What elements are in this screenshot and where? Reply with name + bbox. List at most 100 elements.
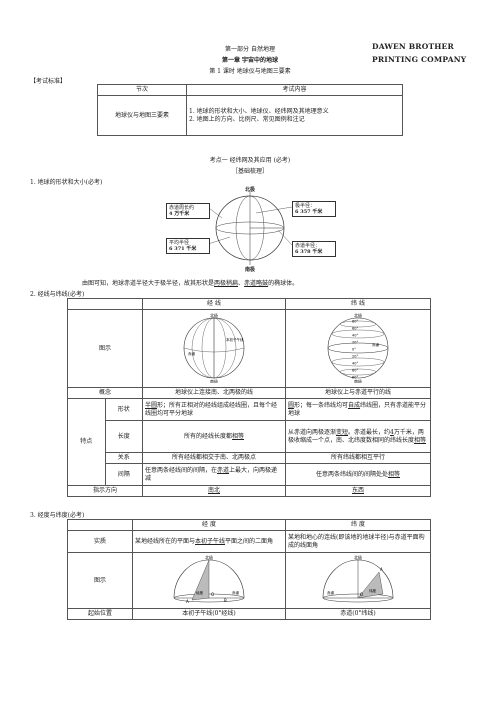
row-start-label: 起始位置 (67, 608, 133, 620)
length-meridian-a: 所有的经线长度都 (183, 432, 232, 440)
box-equator-circumference: 赤道周长约 4 万千米 (166, 203, 210, 219)
col-longitude: 经 度 (132, 519, 286, 531)
row-direction-label: 指示方向 (67, 485, 143, 497)
length-parallel-e: 万千米，两极收缩成一个点，南、北纬度数相同的纬线长度 (288, 428, 424, 444)
shape-parallel-c: 自成 (348, 401, 361, 409)
latitude-label: 60° (352, 327, 358, 331)
relation-meridian: 所有经线都相交于南、北两极点 (142, 452, 286, 464)
gap-parallel-a: 任意两条纬线间的间隔处处 (315, 470, 388, 478)
parallel-fig-equator: 赤道 (372, 342, 380, 347)
latitude-label: 60° (352, 369, 358, 373)
col-parallel: 纬 线 (285, 298, 431, 310)
section-1-heading: 1. 地球的形状和大小(必考) (30, 179, 103, 186)
shape-meridian: 半圆形；所有正相对的经线组成经线圈，且每个经线圈均可平分地球 (142, 398, 286, 421)
equator-radius-value: 6 378 千米 (295, 249, 323, 255)
length-meridian-b: 相等 (232, 432, 245, 440)
meridian-fig-prime: 本初子午线 (226, 337, 244, 342)
lon-fig-equator: 赤道 (232, 590, 239, 595)
label-north-pole: 北极 (245, 187, 256, 193)
part-title: 第一部分 自然地理 (225, 46, 275, 53)
shape-parallel-b: 形；每一条纬线均可 (294, 401, 349, 409)
parallel-figure-cell: 北极 南极 赤道 80°60°40°20°0°20°40°60°80° (285, 309, 431, 388)
row-essence-label: 实质 (67, 530, 133, 553)
row-figure-label-2: 图示 (67, 552, 133, 609)
relation-parallel: 所有纬线都相互平行 (285, 452, 431, 464)
lon-fig-a: A (186, 599, 189, 604)
gap-parallel-b: 相等 (388, 470, 401, 478)
meridian-fig-north: 北极 (210, 312, 218, 318)
box-average-radius: 平均半径 6 371 千米 (166, 238, 210, 254)
lat-fig-o: O (360, 592, 363, 597)
meridian-fig-equator: 赤道 (188, 351, 195, 356)
essence-longitude-a: 某地经线所在的平面与 (135, 537, 196, 545)
leader-polar-radius (255, 206, 293, 214)
summary-text-c: 、 (238, 280, 245, 287)
lat-fig-label: 纬度 (369, 588, 377, 593)
start-longitude: 本初子午线(0°经线) (132, 608, 286, 620)
lon-fig-north: 北极 (205, 554, 213, 560)
box-equator-radius: 赤道半径： 6 378 千米 (292, 241, 336, 257)
latitude-label: 20° (352, 341, 358, 345)
summary-text-e: 的椭球体。 (268, 280, 299, 287)
length-parallel-c: 。赤道最长，约 (348, 428, 391, 436)
leader-equator-radius (277, 229, 293, 246)
gap-meridian-c: 上最大，向两极递减 (145, 466, 278, 482)
gap-parallel: 任意两条纬线间的间隔处处相等 (285, 463, 431, 486)
equator-circ-label: 赤道周长约 (169, 205, 195, 211)
standard-col-content: 考试内容 (186, 84, 403, 96)
essence-longitude-b: 本初子午线 (195, 537, 226, 545)
brand-line-1: DAWEN BROTHER (372, 42, 454, 51)
latitude-hemisphere: 北极 A O 赤道 纬度 (322, 554, 394, 603)
length-parallel-d: 4 (390, 428, 394, 436)
section-3-heading: 3. 经度与纬度(必考) (30, 512, 85, 519)
earth-shape-diagram (204, 191, 293, 265)
row-length-label: 长度 (104, 420, 143, 453)
shape-meridian-b: 形；所有正相对的经线组成经线圈，且每个经线圈均可平分地球 (145, 401, 278, 417)
standard-label: 【考试标准】 (30, 78, 67, 85)
shape-parallel: 圆形；每一条纬线均可自成纬线圈，只有赤道能平分地球 (285, 398, 431, 421)
summary-text-a: 由图可知，地球赤道半径大于极半径，故其形状是 (82, 280, 215, 287)
essence-longitude: 某地经线所在的平面与本初子午线平面之间的二面角 (132, 530, 286, 553)
parallel-globe: 北极 南极 赤道 80°60°40°20°0°20°40°60°80° (327, 312, 389, 384)
shape-parallel-d: 纬线圈，只有赤道能平分地球 (288, 401, 427, 417)
direction-meridian-text: 南北 (207, 487, 220, 494)
row-shape-label: 形状 (104, 398, 143, 421)
lon-fig-b: B (224, 598, 227, 603)
lesson-title: 第 1 课时 地球仪与地图三要素 (209, 68, 291, 75)
equator-radius-label: 赤道半径： (295, 243, 321, 249)
col-meridian: 经 线 (142, 298, 286, 310)
lat-fig-equator: 赤道 (327, 590, 335, 595)
length-meridian: 所有的经线长度都相等 (142, 420, 286, 453)
avg-radius-value: 6 371 千米 (169, 246, 197, 252)
latitude-label: 40° (352, 362, 358, 366)
latitude-label: 80° (352, 320, 358, 324)
shape-parallel-a: 圆 (288, 401, 295, 409)
chapter-title: 第一章 宇宙中的地球 (221, 57, 279, 64)
polar-radius-value: 6 357 千米 (295, 209, 323, 215)
gap-meridian: 任意两条经线间的间隔，在赤道上最大，向两极递减 (142, 463, 286, 486)
latitude-label: 80° (352, 376, 358, 380)
section-2-heading: 2. 经线与纬线(必考) (30, 291, 85, 298)
parallel-fig-north: 北极 (354, 312, 362, 318)
standard-item-2: 2. 地图上的方向、比例尺、常见图例和注记 (189, 115, 305, 123)
earth-summary: 由图可知，地球赤道半径大于极半径，故其形状是两极稍扁、赤道略鼓的椭球体。 (82, 278, 298, 287)
parallel-fig-south: 南极 (354, 378, 362, 383)
point1-subtitle: ［基础梳理］ (231, 168, 268, 175)
concept-parallel: 地球仪上与赤道平行的线 (285, 387, 431, 399)
col-latitude: 纬 度 (285, 519, 431, 531)
summary-text-d: 赤道略鼓 (244, 280, 269, 287)
standard-items: 1. 地球的形状和大小、地球仪、经纬网及其地理意义 2. 地图上的方向、比例尺、… (186, 95, 403, 136)
essence-longitude-c: 平面之间的二面角 (225, 537, 274, 545)
latitude-labels: 80°60°40°20°0°20°40°60°80° (352, 320, 358, 380)
row-trait-label: 特点 (67, 398, 106, 486)
avg-radius-label: 平均半径 (169, 240, 190, 246)
standard-row-title: 地球仪与地图三要素 (97, 95, 187, 136)
label-south-pole: 南极 (245, 267, 256, 273)
concept-meridian: 地球仪上连接南、北两极的线 (142, 387, 286, 399)
lat-fig-north: 北极 (354, 554, 362, 560)
brand-line-2: PRINTING COMPANY (372, 55, 467, 64)
length-parallel-f: 相等 (414, 436, 427, 444)
lon-fig-label: 经度 (196, 590, 203, 595)
meridian-fig-south: 南极 (210, 378, 218, 383)
longitude-figure-cell: 北极 A B O 赤道 经度 (132, 552, 286, 609)
